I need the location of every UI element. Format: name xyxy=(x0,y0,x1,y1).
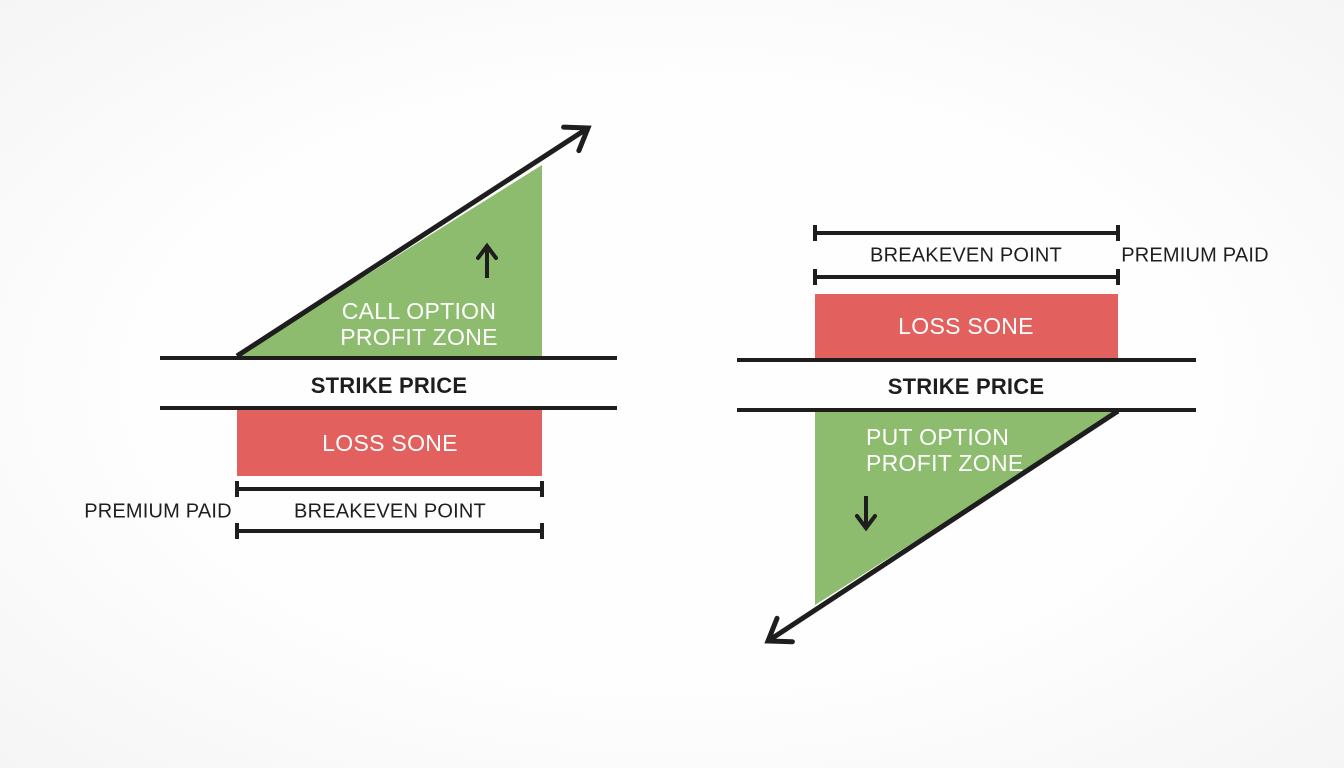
put-premium-paid-label: PREMIUM PAID xyxy=(1121,244,1269,267)
call-profit-zone-label-line1: CALL OPTION xyxy=(341,298,497,324)
put-breakeven-measure-lower xyxy=(813,269,1120,285)
call-loss-zone-label: LOSS SONE xyxy=(322,430,458,456)
put-profit-zone-label-line2: PROFIT ZONE xyxy=(866,450,1024,476)
put-profit-zone-label-line1: PUT OPTION xyxy=(866,424,1010,450)
call-breakeven-point-label: BREAKEVEN POINT xyxy=(294,500,486,523)
call-breakeven-measure-lower xyxy=(235,523,544,539)
call-premium-paid-label: PREMIUM PAID xyxy=(84,500,232,523)
put-profit-zone-label: PUT OPTION PROFIT ZONE xyxy=(866,424,1024,476)
call-strike-price-label: STRIKE PRICE xyxy=(310,373,468,398)
put-breakeven-measure-upper xyxy=(813,225,1120,241)
call-payoff-line-arrow xyxy=(235,124,592,359)
call-loss-zone-shape xyxy=(237,410,542,476)
put-payoff-line-arrow xyxy=(764,408,1120,645)
put-breakeven-point-label: BREAKEVEN POINT xyxy=(870,244,1062,267)
call-profit-zone-label-line2: PROFIT ZONE xyxy=(340,324,498,350)
put-strike-price-label: STRIKE PRICE xyxy=(887,374,1045,399)
put-loss-zone-shape xyxy=(815,294,1118,358)
call-breakeven-measure-upper xyxy=(235,481,544,497)
call-profit-zone-label: CALL OPTION PROFIT ZONE xyxy=(340,298,498,350)
put-loss-zone-label: LOSS SONE xyxy=(898,313,1034,339)
